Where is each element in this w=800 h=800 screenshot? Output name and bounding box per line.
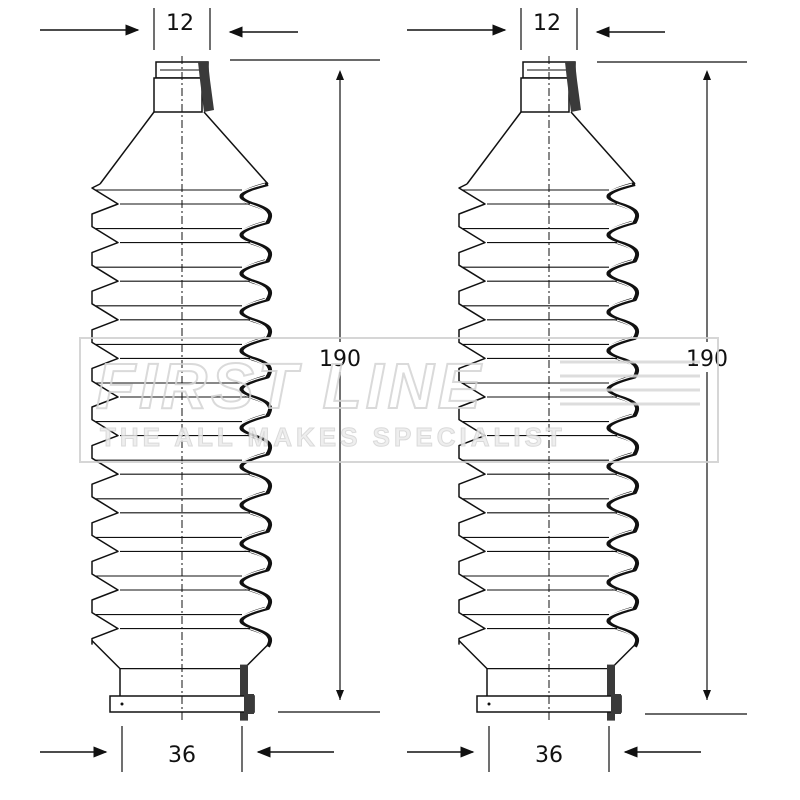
cone-left [99,111,155,185]
cone-right [570,111,636,185]
convolutions-right-profile [606,182,639,648]
ring-dot [120,702,124,706]
length-label: 190 [319,347,361,372]
bellows-boot-right: 12 190 36 [407,8,747,772]
bottom-diameter-dimension: 36 [407,726,701,772]
neck [520,77,570,113]
convolutions-right-highlight [604,183,635,647]
convolutions-right-profile [239,182,272,648]
top-diameter-dimension: 12 [407,8,665,50]
cone-left [466,111,522,185]
sleeve-shadow [607,664,615,721]
bottom-flare-left [458,640,488,696]
convolutions-right-highlight [237,183,268,647]
neck-shadow [565,62,581,112]
boot-body [91,56,272,722]
convolutions-left-profile [458,183,486,645]
bottom-diameter-label: 36 [535,743,563,768]
length-label: 190 [686,347,728,372]
bottom-flare-left [91,640,121,696]
boot-body [458,56,639,722]
top-diameter-dimension: 12 [40,8,298,50]
watermark-frame [79,337,719,463]
bottom-diameter-dimension: 36 [40,726,334,772]
top-diameter-label: 12 [533,11,561,36]
watermark-tagline: THE ALL MAKES SPECIALIST [100,422,566,452]
cone-right [203,111,269,185]
bottom-diameter-label: 36 [168,743,196,768]
top-diameter-label: 12 [166,11,194,36]
ring-dot [487,702,491,706]
length-dimension: 190 [597,61,747,715]
watermark-brand: FIRST LINE [96,350,484,422]
bellows-boot-left: 12 190 36 [40,8,380,772]
watermark: FIRST LINE THE ALL MAKES SPECIALIST [79,337,719,463]
length-dimension: 190 [230,59,380,713]
neck [153,77,203,113]
sleeve-shadow [240,664,248,721]
convolutions-left-profile [91,183,119,645]
neck-shadow [198,62,214,112]
bottom-ring-shadow [244,694,254,714]
bottom-ring-shadow [611,694,621,714]
watermark-speed-lines [560,360,700,406]
